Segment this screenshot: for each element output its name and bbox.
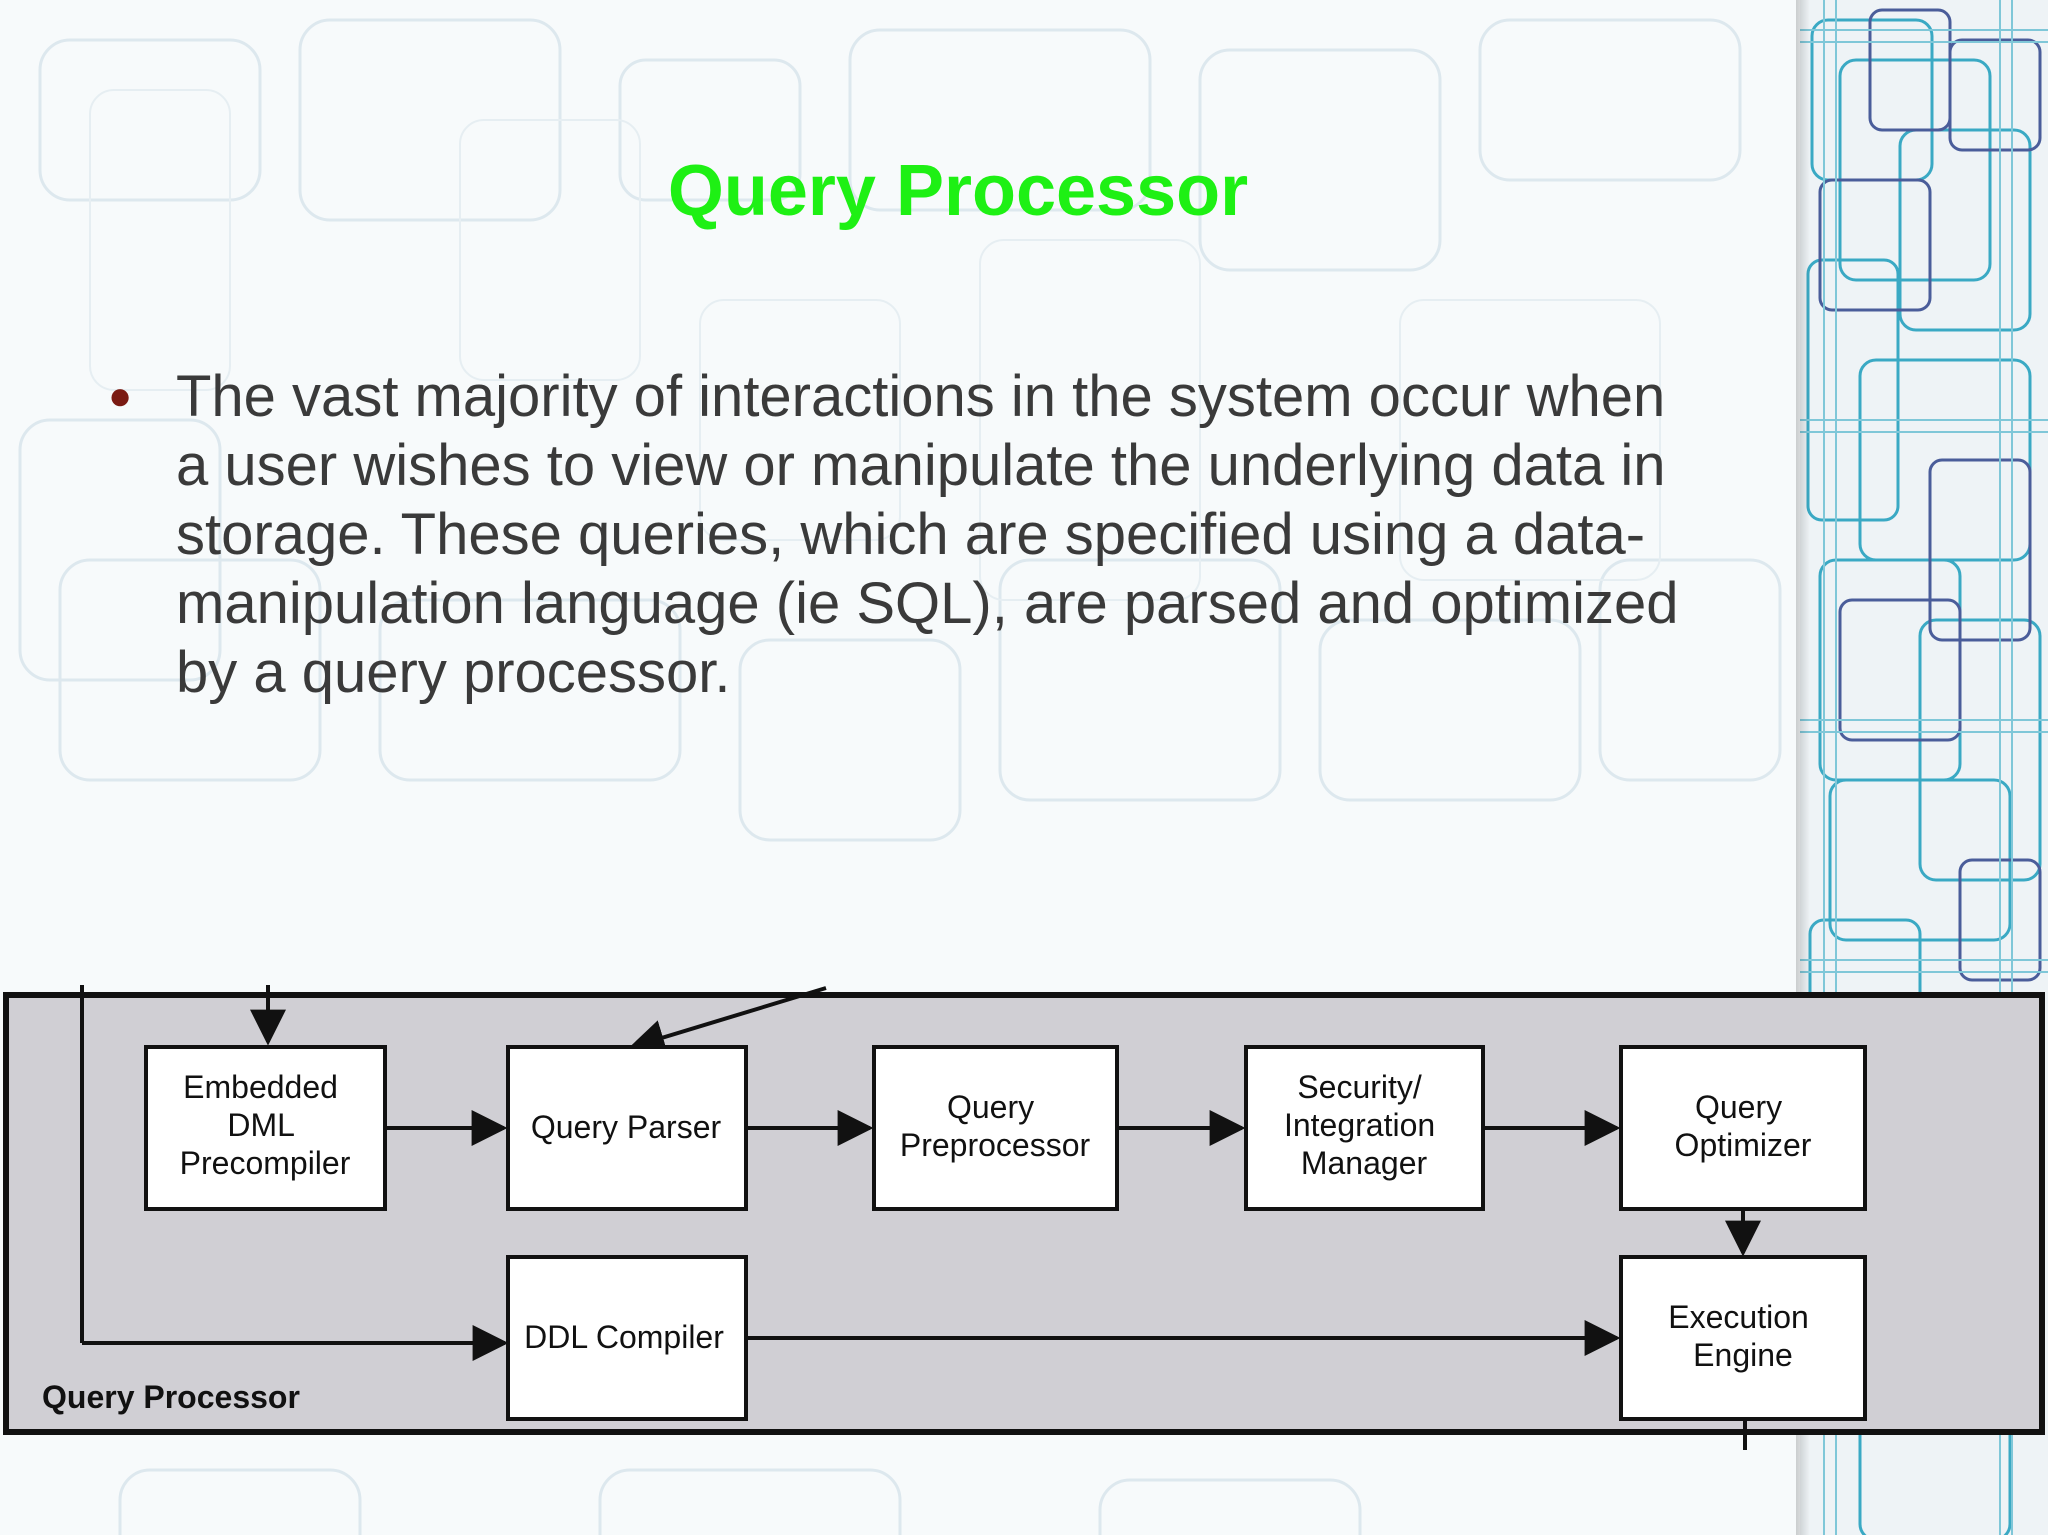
- slide-title: Query Processor: [667, 151, 1249, 231]
- bullet-line: manipulation language (ie SQL), are pars…: [176, 571, 1679, 636]
- box-query-preprocessor: [872, 1045, 1119, 1211]
- box-dml-precompiler: [144, 1045, 387, 1211]
- arrow-to-parser-in: [628, 986, 827, 1055]
- query-preprocessor-label: Query Preprocessor: [900, 1089, 1091, 1163]
- dml-precompiler-label: Embedded DML Precompiler: [180, 1069, 351, 1181]
- ddl-compiler-label: DDL Compiler: [524, 1319, 724, 1355]
- bullet-dot-icon: ●: [108, 374, 133, 418]
- box-security-manager: [1244, 1045, 1485, 1211]
- bullet-line: The vast majority of interactions in the…: [176, 364, 1666, 429]
- security-manager-label: Security/ Integration Manager: [1284, 1069, 1444, 1181]
- execution-engine-label: Execution Engine: [1668, 1299, 1817, 1373]
- bullet-line: by a query processor.: [176, 640, 731, 705]
- background-pattern: [18, 18, 1782, 1535]
- bullet-text: The vast majority of interactions in the…: [176, 362, 1796, 707]
- query-parser-label: Query Parser: [531, 1109, 722, 1145]
- box-query-parser: [506, 1045, 748, 1211]
- diagram-container-label: Query Processor: [42, 1379, 300, 1415]
- box-query-optimizer: [1619, 1045, 1867, 1211]
- bullet-line: a user wishes to view or manipulate the …: [176, 433, 1666, 498]
- bullet-line: storage. These queries, which are specif…: [176, 502, 1646, 567]
- box-execution-engine: [1619, 1255, 1867, 1421]
- query-processor-diagram: Embedded DML Precompiler Query Parser Qu…: [3, 985, 2045, 1450]
- box-ddl-compiler: [506, 1255, 748, 1421]
- query-optimizer-label: Query Optimizer: [1675, 1089, 1812, 1163]
